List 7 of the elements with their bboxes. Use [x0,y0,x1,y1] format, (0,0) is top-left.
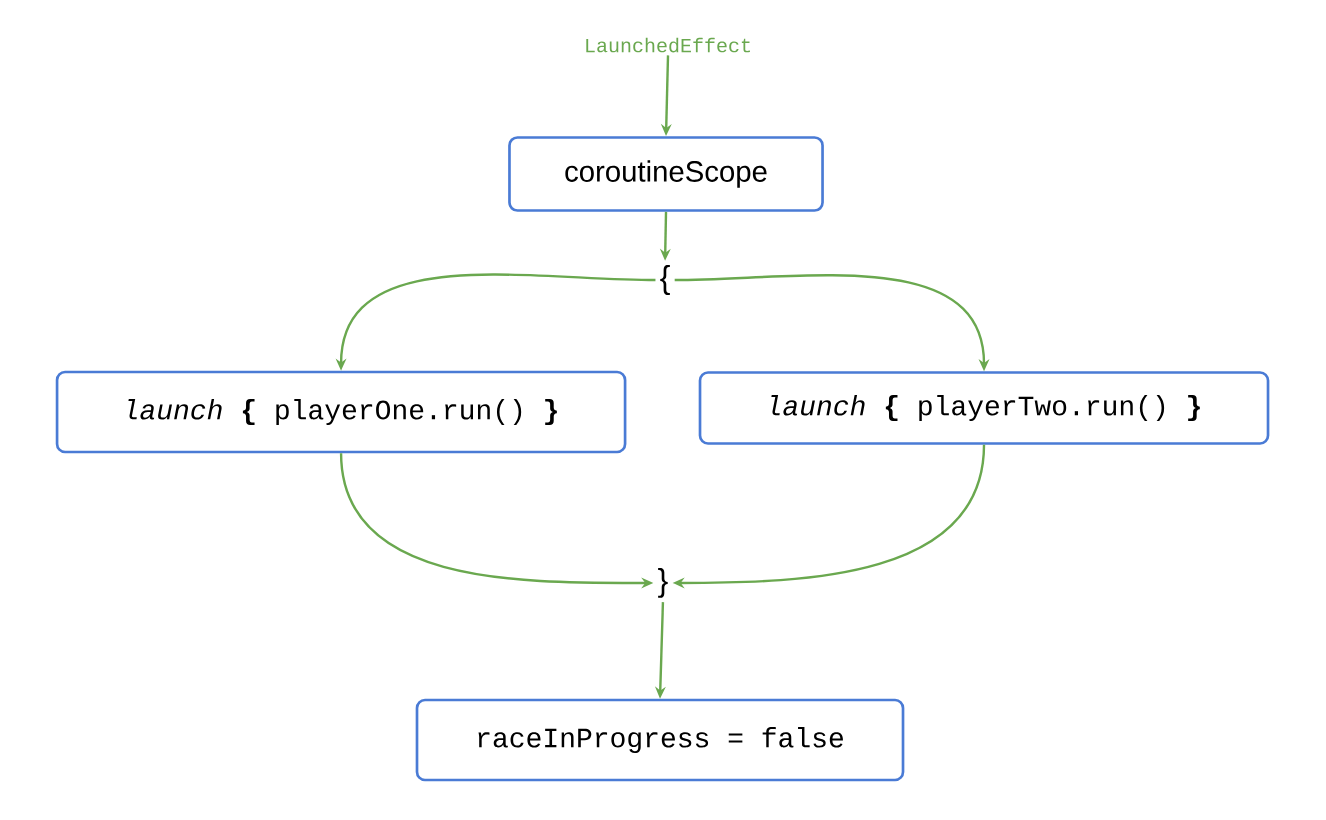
code-label: LaunchedEffect [586,37,750,53]
brace-symbol: } [658,568,668,598]
brace-symbol: { [660,265,670,295]
code-box: raceInProgress = false [415,698,905,782]
code-box: launch { playerTwo.run() } [698,371,1270,445]
process-box: coroutineScope [508,136,824,212]
code-box: launch { playerOne.run() } [55,370,627,454]
